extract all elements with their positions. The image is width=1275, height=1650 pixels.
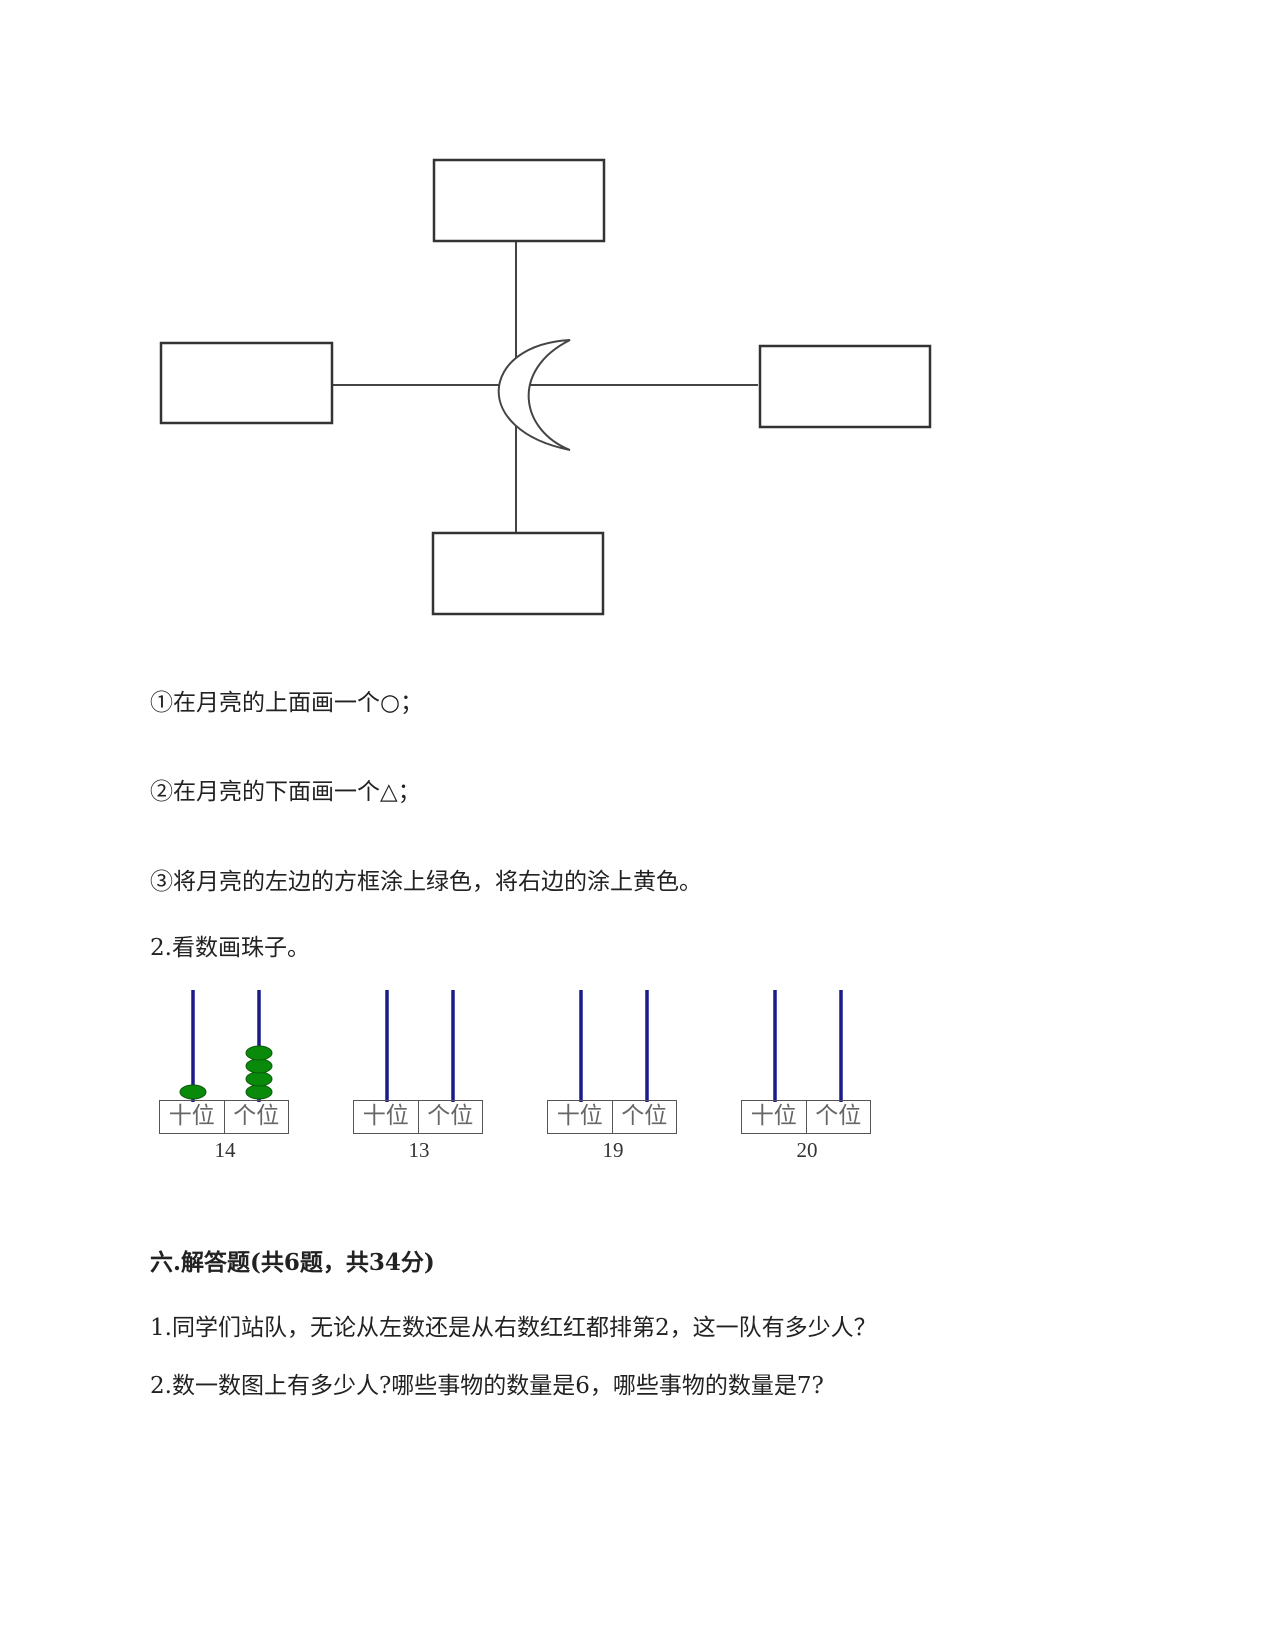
instruction-3: ③将月亮的左边的方框涂上绿色，将右边的涂上黄色。 <box>150 869 702 895</box>
section-heading: 六.解答题(共6题，共34分) <box>150 1249 435 1276</box>
place-value-table: 十位 个位 <box>547 1100 677 1134</box>
question-2-title: 2.看数画珠子。 <box>150 935 310 961</box>
bead <box>245 1071 273 1087</box>
place-value-table: 十位 个位 <box>159 1100 289 1134</box>
tens-label: 十位 <box>556 1103 603 1129</box>
tens-label: 十位 <box>362 1103 409 1129</box>
tens-label: 十位 <box>168 1103 215 1129</box>
abacus-number: 13 <box>408 1138 430 1162</box>
abacus-1: 十位 个位 14 <box>159 990 291 1170</box>
moon-icon <box>497 339 571 451</box>
answer-box-bottom <box>431 531 605 616</box>
answer-box-right <box>758 344 932 429</box>
abacus-number: 14 <box>214 1138 236 1162</box>
bead <box>245 1058 273 1074</box>
abacus-number: 19 <box>602 1138 624 1162</box>
bead <box>179 1084 207 1100</box>
answer-box-left <box>159 341 334 425</box>
bead <box>245 1084 273 1100</box>
abacus-rods <box>385 990 455 1102</box>
abacus-3: 十位 个位 19 <box>547 990 679 1170</box>
abacus-rods <box>579 990 649 1102</box>
abacus-rods <box>179 990 273 1102</box>
place-value-table: 十位 个位 <box>353 1100 483 1134</box>
place-value-table: 十位 个位 <box>741 1100 871 1134</box>
tens-label: 十位 <box>750 1103 797 1129</box>
abacus-4: 十位 个位 20 <box>741 990 873 1170</box>
ones-label: 个位 <box>417 1101 483 1133</box>
problem-1: 1.同学们站队，无论从左数还是从右数红红都排第2，这一队有多少人？ <box>150 1315 877 1341</box>
ones-label: 个位 <box>611 1101 677 1133</box>
instruction-1: ①在月亮的上面画一个○； <box>150 690 424 716</box>
abacus-2: 十位 个位 13 <box>353 990 485 1170</box>
answer-box-top <box>432 158 606 243</box>
instruction-2: ②在月亮的下面画一个△； <box>150 779 421 805</box>
abacus-number: 20 <box>796 1138 818 1162</box>
moon-position-diagram <box>159 158 932 616</box>
ones-label: 个位 <box>223 1101 289 1133</box>
bead <box>245 1045 273 1061</box>
problem-2: 2.数一数图上有多少人?哪些事物的数量是6，哪些事物的数量是7? <box>150 1373 824 1399</box>
ones-label: 个位 <box>805 1101 871 1133</box>
abacus-rods <box>773 990 843 1102</box>
